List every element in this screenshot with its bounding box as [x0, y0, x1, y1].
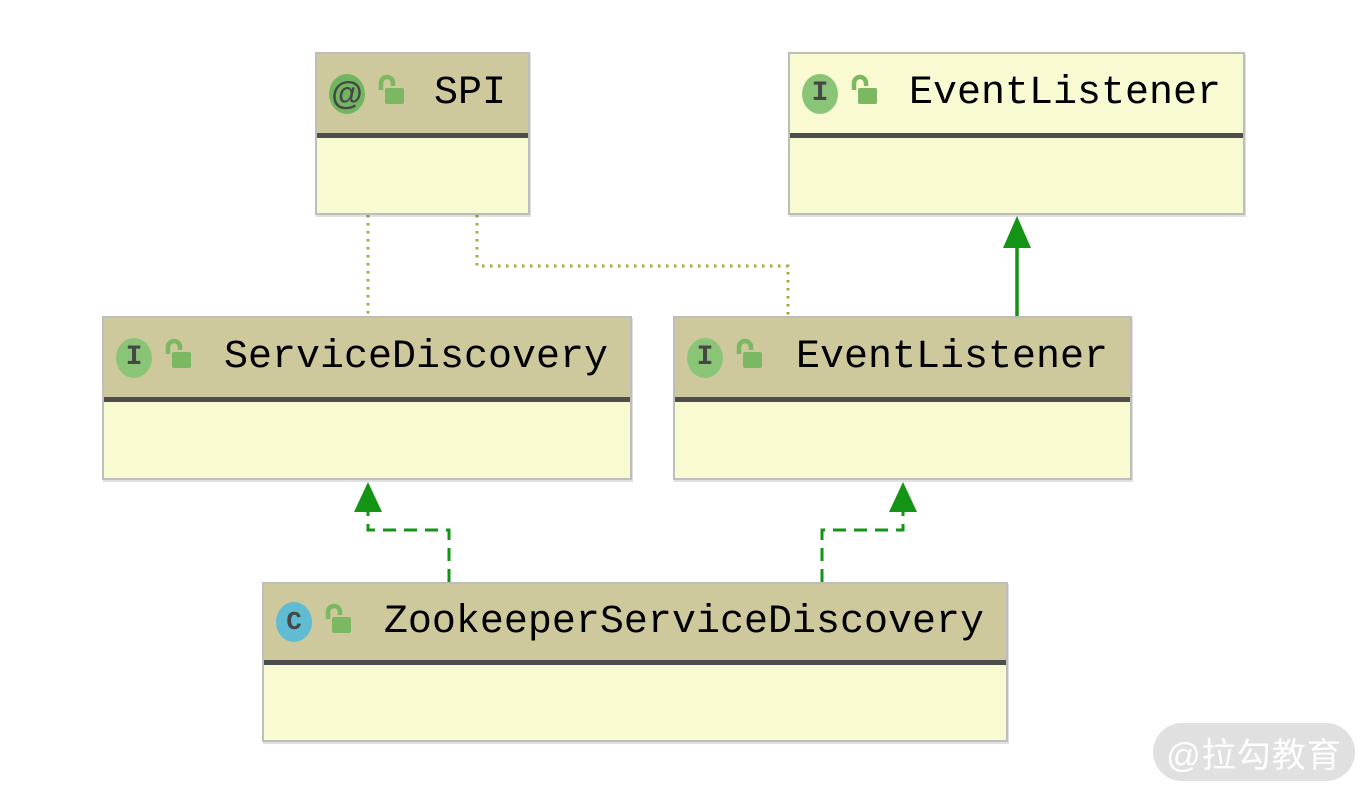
edge-implements-servicediscovery-arrowhead [354, 482, 382, 512]
node-zookeeperservicediscovery[interactable]: C ZookeeperServiceDiscovery [262, 582, 1008, 742]
node-eventlistener-jdk[interactable]: I EventListener [788, 52, 1245, 215]
node-eventlistener-header: I EventListener [675, 318, 1130, 402]
unlocked-lock-icon [733, 337, 765, 378]
node-eventlistener-name: EventListener [795, 335, 1108, 380]
node-spi-header: @ SPI [317, 54, 528, 138]
node-eventlistener-jdk-header: I EventListener [790, 54, 1243, 138]
unlocked-lock-icon [848, 73, 880, 114]
edge-implements-eventlistener-arrowhead [889, 482, 917, 512]
interface-icon: I [116, 337, 152, 378]
annotation-icon: @ [329, 73, 365, 114]
watermark-badge: @拉勾教育 [1153, 723, 1355, 781]
node-zookeeperservicediscovery-header: C ZookeeperServiceDiscovery [264, 584, 1006, 665]
interface-icon: I [687, 337, 723, 378]
node-spi-name: SPI [433, 71, 506, 116]
node-servicediscovery[interactable]: I ServiceDiscovery [102, 316, 632, 480]
edge-implements-servicediscovery-line [366, 510, 451, 582]
node-eventlistener-jdk-name: EventListener [908, 71, 1221, 116]
edge-implements-eventlistener-line [820, 510, 905, 582]
unlocked-lock-icon [322, 602, 354, 643]
edge-extends-arrowhead [1003, 216, 1031, 248]
edge-eventlistener-to-spi [475, 215, 790, 316]
node-servicediscovery-header: I ServiceDiscovery [104, 318, 630, 402]
node-spi[interactable]: @ SPI [315, 52, 530, 215]
class-icon: C [276, 602, 312, 642]
node-zookeeperservicediscovery-name: ZookeeperServiceDiscovery [383, 599, 984, 645]
unlocked-lock-icon [375, 73, 407, 114]
watermark-text: @拉勾教育 [1166, 736, 1342, 775]
unlocked-lock-icon [162, 337, 194, 378]
interface-icon: I [802, 73, 838, 114]
node-servicediscovery-name: ServiceDiscovery [223, 335, 608, 380]
node-eventlistener[interactable]: I EventListener [673, 316, 1132, 480]
